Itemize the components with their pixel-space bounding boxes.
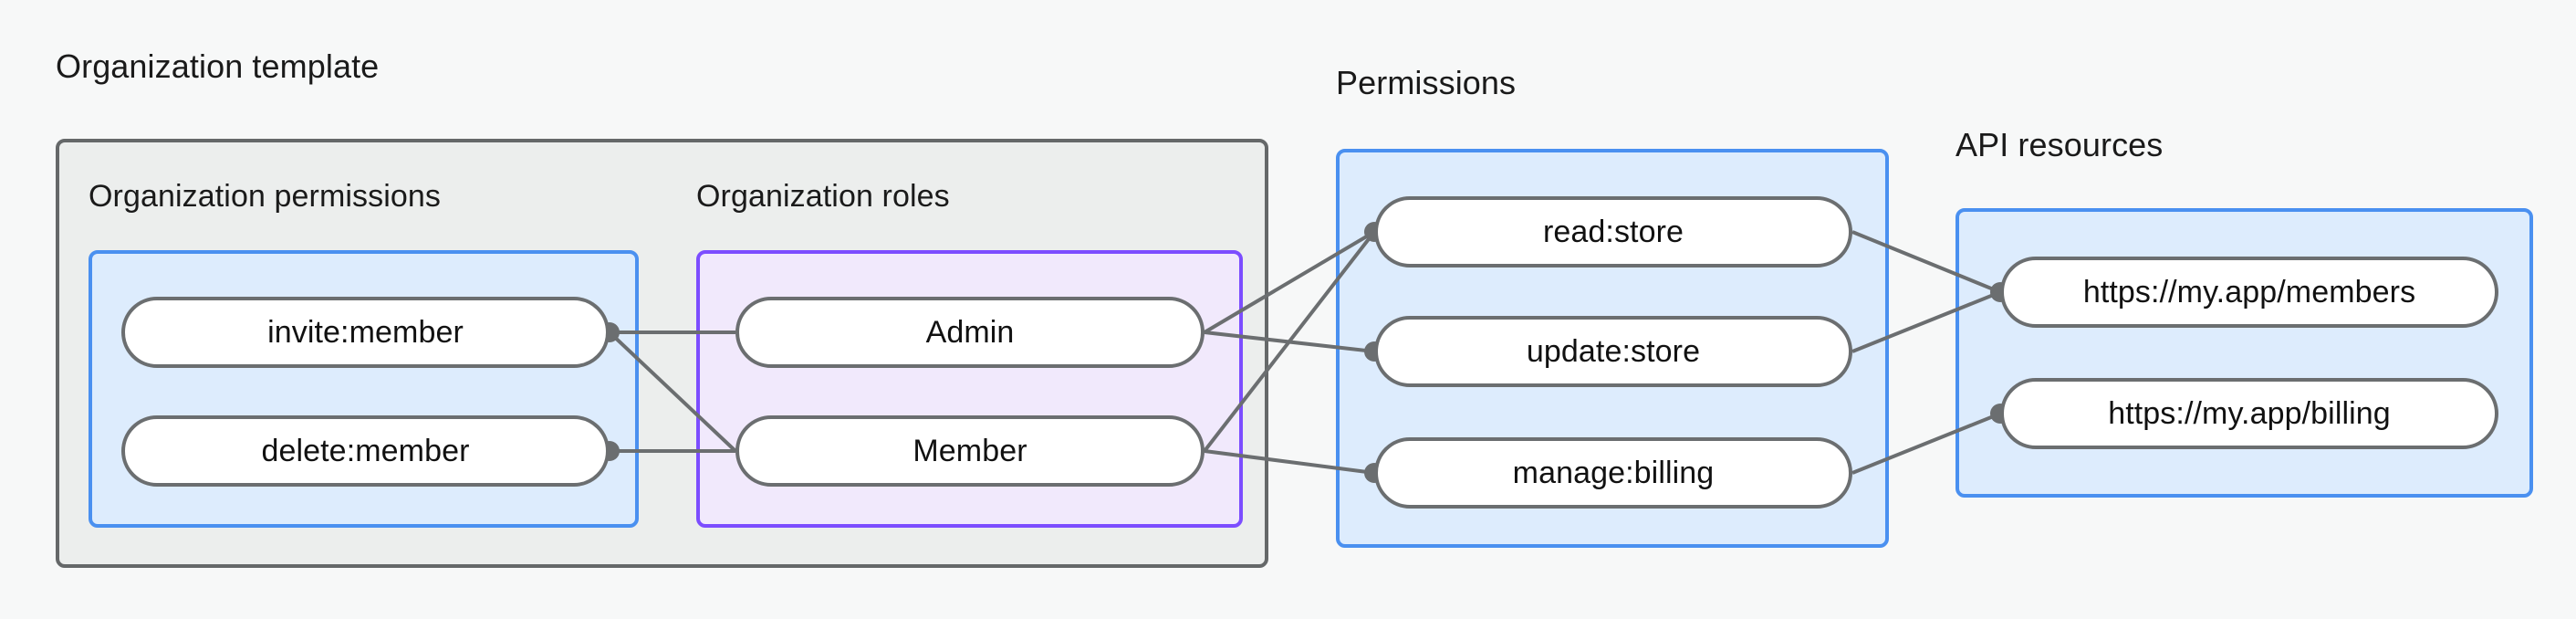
node-admin[interactable]: Admin (735, 297, 1205, 368)
node-read-store-label: read:store (1542, 214, 1684, 249)
node-members-resource[interactable]: https://my.app/members (2000, 257, 2498, 328)
node-member-label: Member (913, 433, 1027, 468)
node-admin-label: Admin (925, 314, 1015, 350)
node-member[interactable]: Member (735, 415, 1205, 487)
organization-template-title: Organization template (56, 47, 380, 85)
node-invite-member-label: invite:member (267, 314, 464, 350)
node-invite-member[interactable]: invite:member (121, 297, 610, 368)
node-delete-member[interactable]: delete:member (121, 415, 610, 487)
node-manage-billing-label: manage:billing (1512, 455, 1715, 490)
organization-permissions-title: Organization permissions (89, 179, 442, 214)
node-update-store-label: update:store (1526, 333, 1701, 369)
organization-roles-title: Organization roles (696, 179, 950, 214)
permissions-title: Permissions (1336, 64, 1517, 101)
api-resources-container (1955, 208, 2533, 498)
node-manage-billing[interactable]: manage:billing (1374, 437, 1852, 509)
api-resources-title: API resources (1955, 126, 2164, 163)
node-billing-resource[interactable]: https://my.app/billing (2000, 378, 2498, 449)
node-delete-member-label: delete:member (261, 433, 470, 468)
node-read-store[interactable]: read:store (1374, 196, 1852, 268)
node-billing-resource-label: https://my.app/billing (2108, 395, 2391, 431)
node-update-store[interactable]: update:store (1374, 316, 1852, 387)
node-members-resource-label: https://my.app/members (2082, 274, 2416, 310)
